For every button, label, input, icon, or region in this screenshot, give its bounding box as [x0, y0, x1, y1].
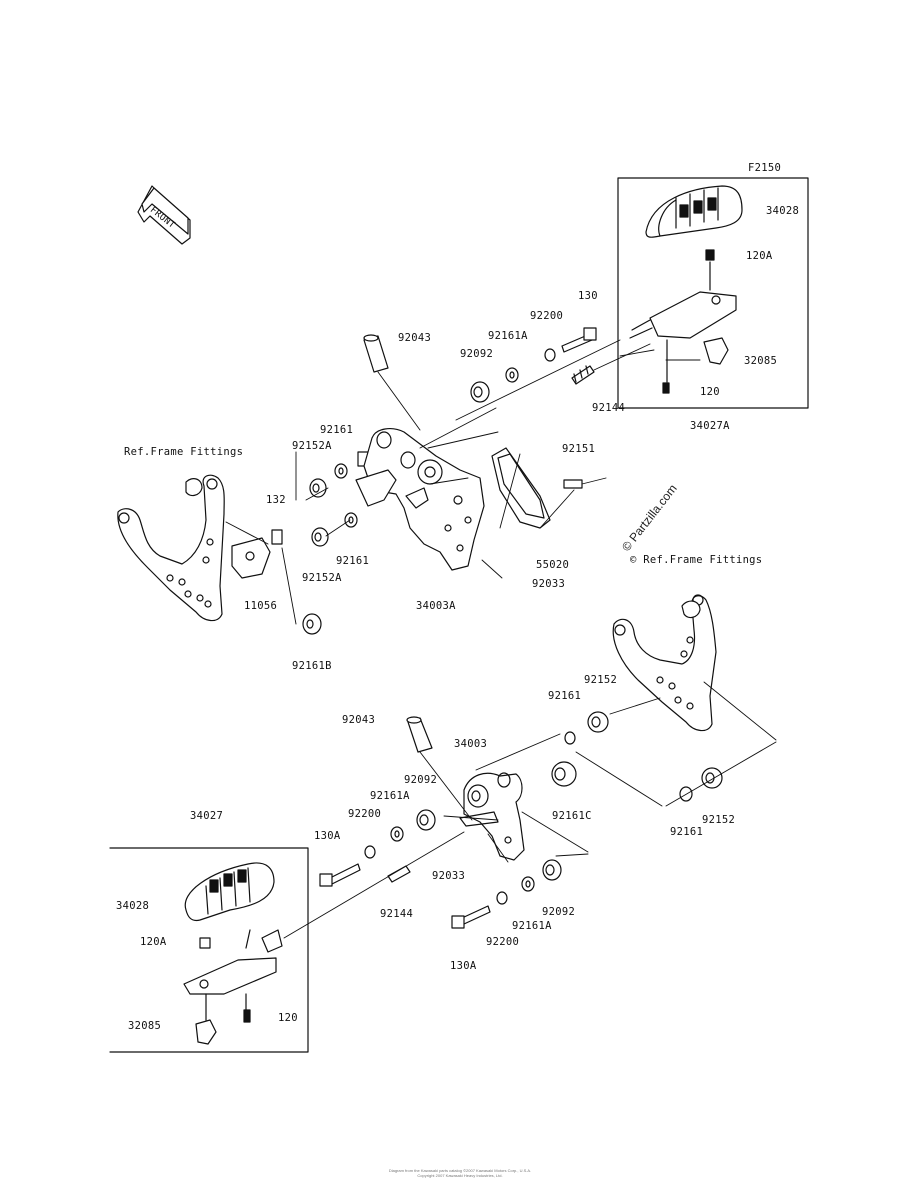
label-92200-upper: 92200	[530, 310, 564, 322]
label-92043-upper: 92043	[398, 332, 432, 344]
label-92200-lower-b: 92200	[486, 936, 520, 948]
label-55020: 55020	[536, 559, 570, 571]
label-92161A-lower: 92161A	[370, 790, 410, 802]
bracket-plate-34003	[460, 773, 524, 860]
lower-bushings-right	[552, 712, 722, 801]
footpeg-rubber-upper	[646, 186, 742, 237]
label-92161-lower: 92161	[548, 690, 582, 702]
lower-pin-92043	[407, 717, 432, 752]
label-32085-upper: 32085	[744, 355, 778, 367]
guard-plate-55020	[492, 448, 582, 528]
lower-bolt-set-left	[320, 810, 435, 886]
label-92033-upper: 92033	[532, 578, 566, 590]
label-92043-lower: 92043	[342, 714, 376, 726]
label-130A-lower-b: 130A	[450, 960, 477, 972]
label-34003A: 34003A	[416, 600, 456, 612]
ref-frame-fittings-label: Ref.Frame Fittings	[124, 446, 244, 458]
label-34028-lower: 34028	[116, 900, 150, 912]
label-92161-upper-b: 92161	[336, 555, 370, 567]
label-92144-lower: 92144	[380, 908, 414, 920]
lower-frame-plate	[613, 595, 716, 731]
label-92161A-upper: 92161A	[488, 330, 528, 342]
footpeg-rubber-lower	[185, 863, 274, 921]
label-34027: 34027	[190, 810, 224, 822]
lower-bolt-set-right	[452, 860, 561, 928]
upper-footpeg-box	[618, 178, 808, 408]
label-92161-upper: 92161	[320, 424, 354, 436]
label-92151: 92151	[562, 443, 596, 455]
label-34027A: 34027A	[690, 420, 730, 432]
footer-line-2: Copyright 2007 Kawasaki Heavy Industries…	[417, 1173, 503, 1178]
label-11056: 11056	[244, 600, 278, 612]
label-92152A-upper-b: 92152A	[302, 572, 342, 584]
label-92161C: 92161C	[552, 810, 592, 822]
footpeg-base-lower	[184, 930, 282, 1044]
label-120A-lower: 120A	[140, 936, 167, 948]
bracket-11056	[232, 530, 282, 578]
label-120-lower: 120	[278, 1012, 298, 1024]
upper-bolt-set	[364, 328, 596, 402]
ref-frame-fittings-label-2: © Ref.Frame Fittings	[630, 554, 763, 566]
front-arrow-icon	[138, 186, 190, 244]
label-92161A-lower-b: 92161A	[512, 920, 552, 932]
lower-leader-lines	[284, 682, 776, 938]
label-120-upper: 120	[700, 386, 720, 398]
label-92200-lower: 92200	[348, 808, 382, 820]
lower-footpeg-box	[110, 848, 308, 1052]
label-92161B: 92161B	[292, 660, 332, 672]
label-92152A-upper: 92152A	[292, 440, 332, 452]
label-92152-lower: 92152	[584, 674, 618, 686]
label-120A-upper: 120A	[746, 250, 773, 262]
label-132: 132	[266, 494, 286, 506]
label-130A-lower: 130A	[314, 830, 341, 842]
label-92152-lower-b: 92152	[702, 814, 736, 826]
label-92092-upper: 92092	[460, 348, 494, 360]
label-34003: 34003	[454, 738, 488, 750]
bracket-plate-34003A	[356, 429, 484, 570]
upper-leader-lines	[226, 340, 700, 624]
label-32085-lower: 32085	[128, 1020, 162, 1032]
footer-copyright: Diagram from the Kawasaki parts catalog …	[340, 1168, 580, 1178]
footer-line-1: Diagram from the Kawasaki parts catalog …	[388, 1168, 532, 1173]
label-92033-lower: 92033	[432, 870, 466, 882]
label-130-upper: 130	[578, 290, 598, 302]
label-92092-lower: 92092	[404, 774, 438, 786]
footpeg-base-upper	[630, 250, 736, 393]
label-92161-lower-b: 92161	[670, 826, 704, 838]
label-92144-upper: 92144	[592, 402, 626, 414]
diagram-code: F2150	[748, 162, 782, 174]
label-92092-lower-b: 92092	[542, 906, 576, 918]
upper-frame-plate	[118, 475, 224, 620]
label-34028-upper: 34028	[766, 205, 800, 217]
